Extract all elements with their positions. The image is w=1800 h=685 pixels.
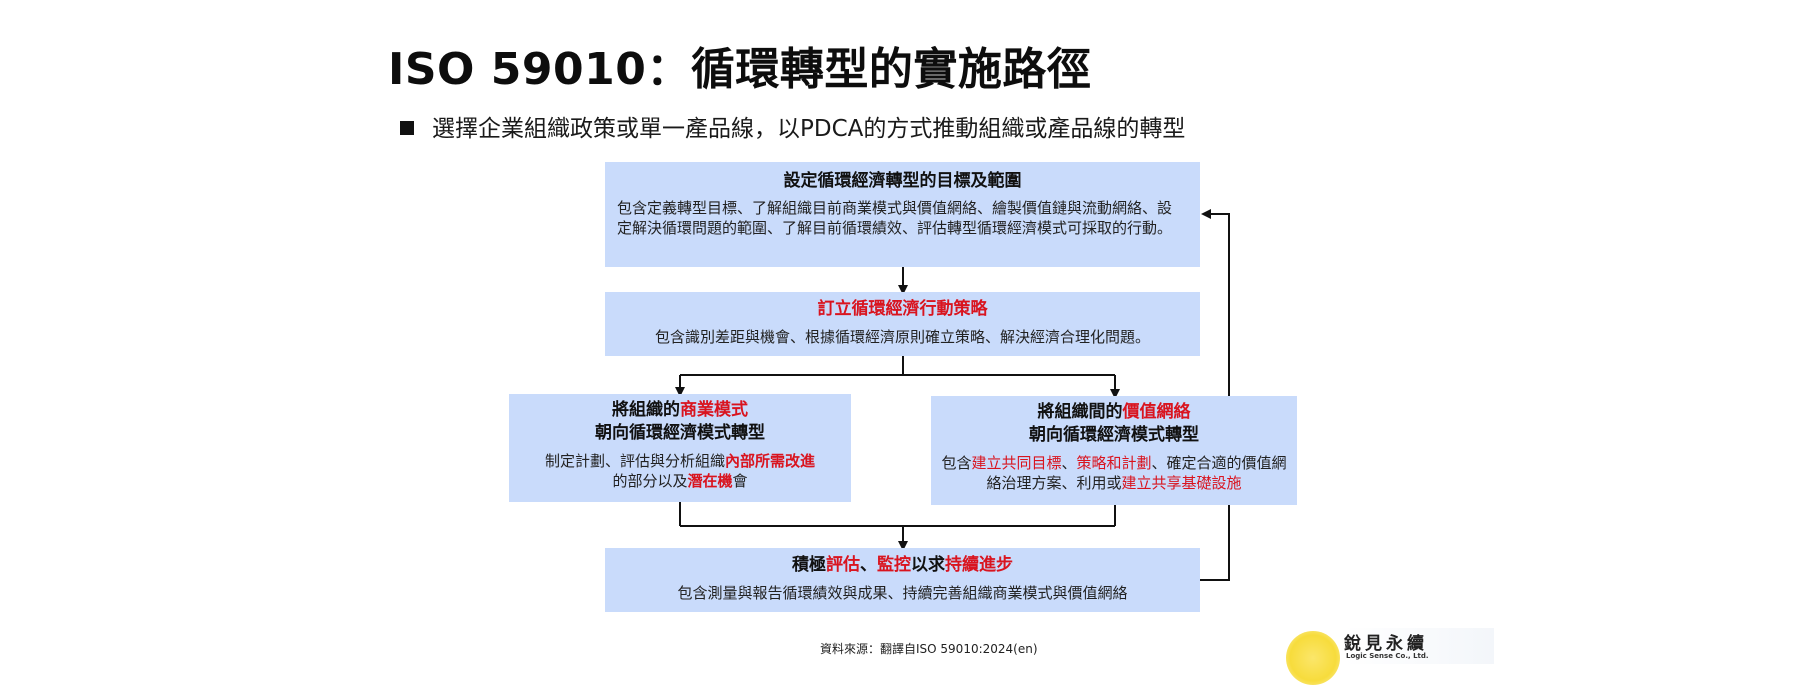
step-business-model-transition: 將組織的商業模式 朝向循環經濟模式轉型 制定計劃、評估與分析組織內部所需改進 的… xyxy=(509,394,851,502)
heading-highlight: 持續進步 xyxy=(945,555,1013,575)
bullet-text: 選擇企業組織政策或單一產品線，以PDCA的方式推動組織或產品線的轉型 xyxy=(432,116,1186,142)
step-description: 包含測量與報告循環績效與成果、持續完善組織商業模式與價值網絡 xyxy=(677,584,1128,602)
heading-highlight: 價值網絡 xyxy=(1122,402,1191,422)
step-heading: 設定循環經濟轉型的目標及範圍 xyxy=(783,171,1022,191)
logo-name-en: Logic Sense Co., Ltd. xyxy=(1346,652,1429,660)
step-description: 包含建立共同目標、策略和計劃、確定合適的價值網絡治理方案、利用或建立共享基礎設施 xyxy=(931,453,1297,493)
sun-logo-icon xyxy=(1286,631,1340,685)
step-description: 制定計劃、評估與分析組織內部所需改進 的部分以及潛在機會 xyxy=(509,451,851,491)
heading-text-line2: 朝向循環經濟模式轉型 xyxy=(595,423,765,443)
body-text: 、確定合適的價值網絡治理方案、利用或 xyxy=(986,454,1287,492)
step-value-network-transition: 將組織間的價值網絡 朝向循環經濟模式轉型 包含建立共同目標、策略和計劃、確定合適… xyxy=(931,396,1297,505)
heading-text-line2: 朝向循環經濟模式轉型 xyxy=(1029,425,1199,445)
body-highlight: 內部所需改進 xyxy=(725,452,816,470)
square-bullet-icon xyxy=(400,120,414,135)
heading-text: 以求 xyxy=(911,555,945,575)
heading-highlight: 評估 xyxy=(826,555,860,575)
step-heading: 積極評估、監控以求持續進步 xyxy=(605,554,1200,576)
step-evaluate-monitor: 積極評估、監控以求持續進步 包含測量與報告循環績效與成果、持續完善組織商業模式與… xyxy=(605,548,1200,612)
heading-text: 將組織的 xyxy=(612,400,680,420)
body-text: 會 xyxy=(732,472,748,490)
body-highlight: 潛在機 xyxy=(687,472,733,490)
heading-text: 、 xyxy=(860,555,877,575)
step-heading: 將組織間的價值網絡 朝向循環經濟模式轉型 xyxy=(931,401,1297,447)
body-highlight: 策略和計劃 xyxy=(1076,454,1152,472)
body-text: 包含 xyxy=(941,454,972,472)
logo-background xyxy=(1344,628,1494,664)
heading-text: 積極 xyxy=(792,555,826,575)
step-description: 包含識別差距與機會、根據循環經濟原則確立策略、解決經濟合理化問題。 xyxy=(654,328,1150,346)
heading-text: 將組織間的 xyxy=(1037,402,1123,422)
step-heading: 將組織的商業模式 朝向循環經濟模式轉型 xyxy=(509,399,851,445)
step-heading: 訂立循環經濟行動策略 xyxy=(817,299,988,319)
body-highlight: 建立共同目標 xyxy=(971,454,1062,472)
heading-highlight: 監控 xyxy=(877,555,911,575)
step-action-strategy: 訂立循環經濟行動策略 包含識別差距與機會、根據循環經濟原則確立策略、解決經濟合理… xyxy=(605,292,1200,356)
body-highlight: 建立共享基礎設施 xyxy=(1121,474,1242,492)
step-description: 包含定義轉型目標、了解組織目前商業模式與價值網絡、繪製價值鏈與流動網絡、設定解決… xyxy=(617,199,1173,237)
body-text: 的部分以及 xyxy=(612,472,688,490)
slide-title: ISO 59010：循環轉型的實施路徑 xyxy=(388,44,1092,95)
step-set-goals-scope: 設定循環經濟轉型的目標及範圍 包含定義轉型目標、了解組織目前商業模式與價值網絡、… xyxy=(605,162,1200,267)
heading-highlight: 商業模式 xyxy=(680,400,748,420)
bullet-point: 選擇企業組織政策或單一產品線，以PDCA的方式推動組織或產品線的轉型 xyxy=(400,112,1185,146)
source-citation: 資料來源：翻譯自ISO 59010:2024(en) xyxy=(820,642,1038,656)
body-text: 、 xyxy=(1061,454,1077,472)
company-logo: 銳見永續 Logic Sense Co., Ltd. xyxy=(1284,628,1494,685)
body-text: 制定計劃、評估與分析組織 xyxy=(544,452,725,470)
logo-name-zh: 銳見永續 xyxy=(1344,634,1428,654)
